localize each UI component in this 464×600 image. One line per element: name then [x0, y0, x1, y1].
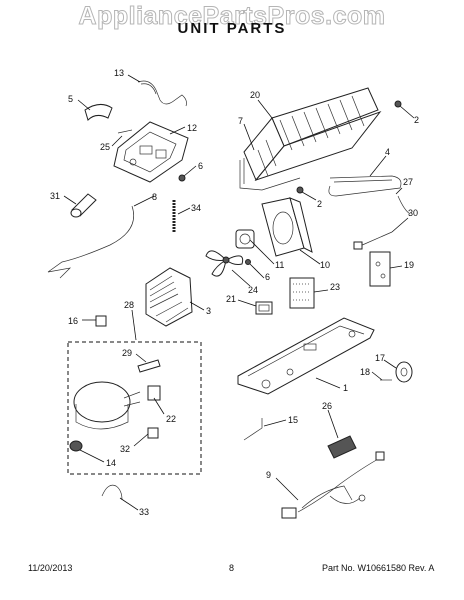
part-10-shroud: [261, 197, 313, 257]
callout-15: 15: [288, 415, 298, 425]
part-21-gasket: [255, 301, 273, 315]
leader-lines: [63, 74, 415, 511]
part-17-grommet: [395, 361, 413, 383]
part-16-relay: [95, 315, 107, 327]
watermark: AppliancePartsPros.com: [78, 2, 386, 31]
part-14-grommet: [69, 440, 83, 452]
part-11-motor: [235, 229, 255, 249]
compressor-body: [73, 381, 141, 430]
callout-24: 24: [248, 285, 258, 295]
callout-6b: 6: [265, 272, 270, 282]
callout-3: 3: [206, 306, 211, 316]
callout-22: 22: [166, 414, 176, 424]
part-29-capacitor: [137, 359, 161, 373]
part-6b-screw: [245, 259, 251, 265]
part-19-block: [369, 251, 391, 287]
part-8-wire: [47, 205, 134, 279]
callout-20: 20: [250, 90, 260, 100]
part-32-clip: [147, 427, 159, 439]
part-15-tube: [243, 418, 263, 441]
part-28-compressor-kit: [67, 341, 202, 475]
callout-12: 12: [187, 123, 197, 133]
callout-27: 27: [403, 177, 413, 187]
footer-date: 11/20/2013: [28, 563, 73, 573]
part-23-pad: [289, 277, 315, 309]
part-31-insulation: [70, 193, 97, 218]
callout-16: 16: [68, 316, 78, 326]
callout-9: 9: [266, 470, 271, 480]
part-30-tie: [353, 231, 393, 250]
callout-19: 19: [404, 260, 414, 270]
callout-6a: 6: [198, 161, 203, 171]
part-5-shield: [84, 104, 113, 121]
callout-29: 29: [122, 348, 132, 358]
callout-14: 14: [106, 458, 116, 468]
callout-13: 13: [114, 68, 124, 78]
callout-10: 10: [320, 260, 330, 270]
callout-30: 30: [408, 208, 418, 218]
part-24-fan-blade: [205, 250, 244, 277]
part-3-coil: [145, 267, 193, 327]
part-2b-screw: [296, 186, 304, 194]
part-25-screw: [117, 129, 133, 134]
callout-33: 33: [139, 507, 149, 517]
callout-labels: 13 5 12 25 6 31 8 34 20 7 2 2 4 27 30 19…: [50, 68, 419, 517]
callout-34: 34: [191, 203, 201, 213]
callout-1: 1: [343, 383, 348, 393]
part-13-tube: [137, 80, 187, 107]
footer-part-number: Part No. W10661580 Rev. A: [322, 563, 435, 573]
callout-23: 23: [330, 282, 340, 292]
part-9-harness: [281, 451, 385, 519]
page-title: UNIT PARTS: [177, 20, 287, 37]
part-26-label: [327, 435, 357, 459]
callout-25: 25: [100, 142, 110, 152]
callout-2b: 2: [317, 199, 322, 209]
callout-28: 28: [124, 300, 134, 310]
callout-18: 18: [360, 367, 370, 377]
callout-5: 5: [68, 94, 73, 104]
part-4-tube: [328, 175, 402, 197]
callout-11: 11: [275, 260, 284, 270]
callout-17: 17: [375, 353, 385, 363]
part-27-tube: [397, 195, 411, 215]
callout-4: 4: [385, 147, 390, 157]
callout-31: 31: [50, 191, 60, 201]
part-12-housing: [113, 121, 189, 183]
callout-8: 8: [152, 192, 157, 202]
callout-7: 7: [238, 116, 243, 126]
part-6a-screw: [178, 174, 186, 182]
footer-page: 8: [229, 563, 235, 573]
part-2a-screw: [394, 100, 402, 108]
callout-32: 32: [120, 444, 130, 454]
callout-2a: 2: [414, 115, 419, 125]
callout-21: 21: [226, 294, 236, 304]
part-1-base-plate: [237, 317, 375, 395]
part-20-condenser-coil: [239, 87, 382, 191]
part-33-clip: [101, 484, 123, 501]
part-22-overload: [147, 385, 161, 401]
callout-26: 26: [322, 401, 332, 411]
